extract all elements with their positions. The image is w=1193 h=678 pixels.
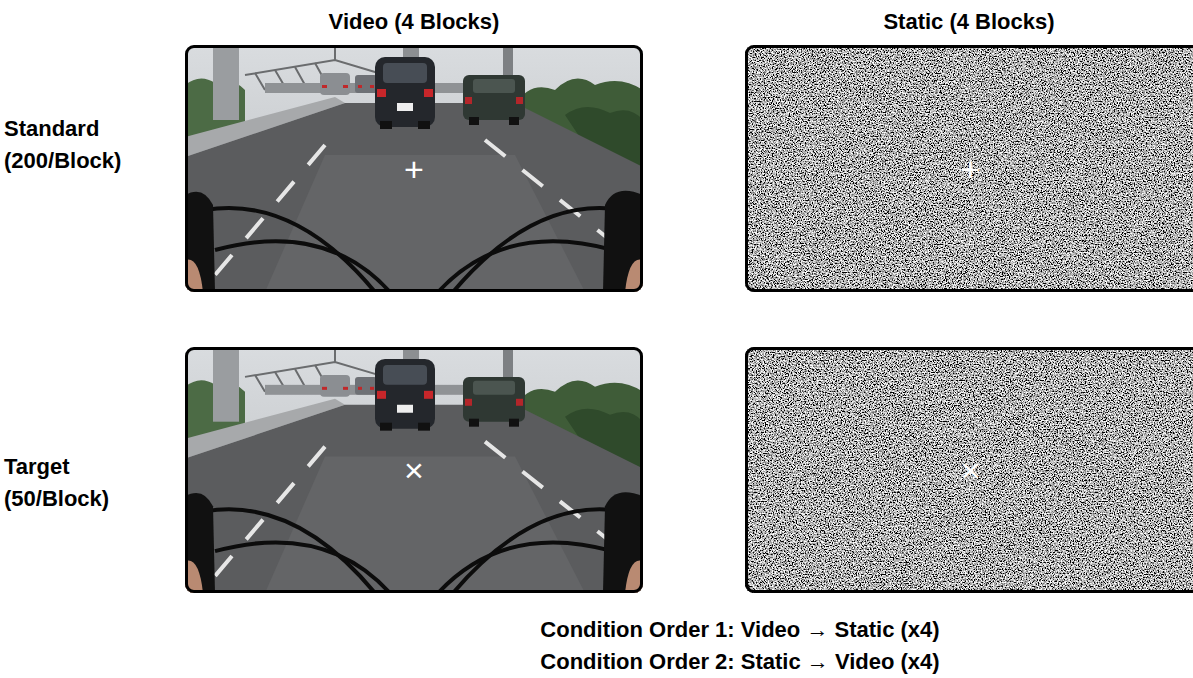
cycling-video-frame — [185, 45, 643, 292]
condition-order-note: Condition Order 2: Static → Video (x4) — [300, 646, 1180, 678]
column-header: Static (4 Blocks) — [745, 6, 1193, 38]
condition-order-note: Condition Order 2: Static → Video (x4) — [540, 649, 939, 674]
column-header: Video (4 Blocks) — [185, 6, 643, 38]
row-label: Target (50/Block) — [4, 451, 154, 515]
row-label: Target (50/Block) — [4, 454, 109, 511]
static-target-panel: × — [745, 347, 1193, 593]
column-header: Static (4 Blocks) — [883, 9, 1054, 34]
fixation-symbol: + — [404, 152, 424, 186]
video-target-panel: × — [185, 347, 643, 593]
video-standard-panel: + — [185, 45, 643, 292]
static-noise — [745, 45, 1193, 292]
condition-order-note: Condition Order 1: Video → Static (x4) — [300, 614, 1180, 646]
condition-order-note: Condition Order 1: Video → Static (x4) — [540, 617, 939, 642]
row-label: Standard (200/Block) — [4, 116, 121, 173]
fixation-symbol: × — [961, 453, 981, 487]
fixation-symbol: + — [961, 152, 981, 186]
cycling-video-frame — [185, 347, 643, 593]
row-label: Standard (200/Block) — [4, 113, 154, 177]
static-noise — [745, 347, 1193, 593]
fixation-symbol: × — [404, 453, 424, 487]
static-standard-panel: + — [745, 45, 1193, 292]
column-header: Video (4 Blocks) — [329, 9, 500, 34]
